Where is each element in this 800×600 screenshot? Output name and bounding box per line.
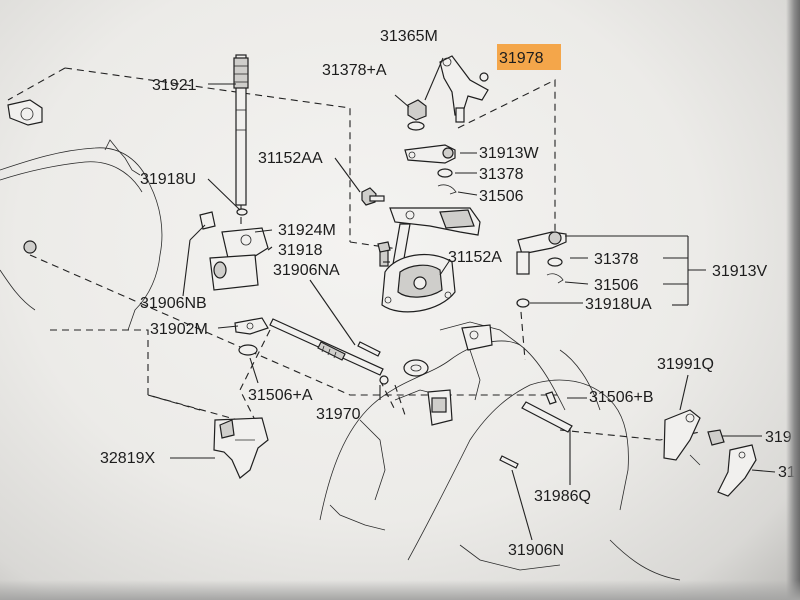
label-31918UA: 31918UA	[585, 296, 652, 313]
label-31906N: 31906N	[508, 542, 564, 559]
lever-31913W	[404, 144, 457, 195]
label-31506-A: 31506+A	[248, 387, 313, 404]
shift-fork-32819X	[213, 417, 269, 479]
shift-rod-31921	[233, 54, 249, 225]
label-31506-B: 31506+B	[589, 389, 654, 406]
label-31378-lower: 31378	[594, 251, 639, 268]
case-bracket-part	[7, 99, 43, 126]
label-31921: 31921	[152, 77, 197, 94]
leader-lines	[170, 83, 776, 541]
inhibitor-switch-bracket	[389, 207, 481, 271]
central-small-parts	[403, 324, 493, 426]
bolt-31152AA	[361, 187, 385, 206]
inhibitor-switch-31918	[377, 241, 456, 313]
label-31918U: 31918U	[140, 171, 196, 188]
control-rod-31970	[269, 318, 389, 385]
pin-31906NB	[199, 211, 216, 230]
assembly-boundary-lines	[7, 67, 701, 470]
transmission-case-left	[0, 99, 163, 331]
label-31378-upper: 31378	[479, 166, 524, 183]
part-highlight-31978	[497, 44, 561, 70]
label-31365M: 31365M	[380, 28, 438, 45]
label-32819X: 32819X	[100, 450, 155, 467]
label-31913V: 31913V	[712, 263, 767, 280]
label-31506-lower: 31506	[594, 277, 639, 294]
label-319-cutoff: 319	[765, 429, 792, 446]
label-31978: 31978	[499, 50, 544, 67]
washer-group-lower-left	[234, 317, 269, 356]
nut-washer-top	[394, 57, 444, 131]
label-31924M: 31924M	[278, 222, 336, 239]
shift-bracket-31924M	[199, 211, 269, 291]
label-31506-upper: 31506	[479, 188, 524, 205]
monitor-edge-bottom	[0, 580, 800, 600]
label-31902M: 31902M	[150, 321, 208, 338]
lever-31913V	[516, 231, 567, 308]
lever-31978	[439, 55, 489, 123]
right-side-parts	[663, 409, 757, 497]
transmission-case-right	[319, 321, 681, 581]
part-labels: 31365M 31978 31378+A 31921 31152AA 31913…	[100, 28, 796, 559]
label-31986Q: 31986Q	[534, 488, 591, 505]
case-bolt	[23, 240, 37, 254]
shaft-31986Q	[499, 391, 573, 469]
label-31378-A: 31378+A	[322, 62, 387, 79]
label-31152AA: 31152AA	[258, 150, 323, 167]
label-31913W: 31913W	[479, 145, 539, 162]
label-31906NB: 31906NB	[140, 295, 207, 312]
label-31906NA: 31906NA	[273, 262, 340, 279]
label-31152A: 31152A	[448, 249, 502, 266]
monitor-edge-right	[786, 0, 800, 600]
label-31970: 31970	[316, 406, 361, 423]
washer-31918U	[236, 208, 248, 216]
label-31918: 31918	[278, 242, 323, 259]
label-31991Q: 31991Q	[657, 356, 714, 373]
